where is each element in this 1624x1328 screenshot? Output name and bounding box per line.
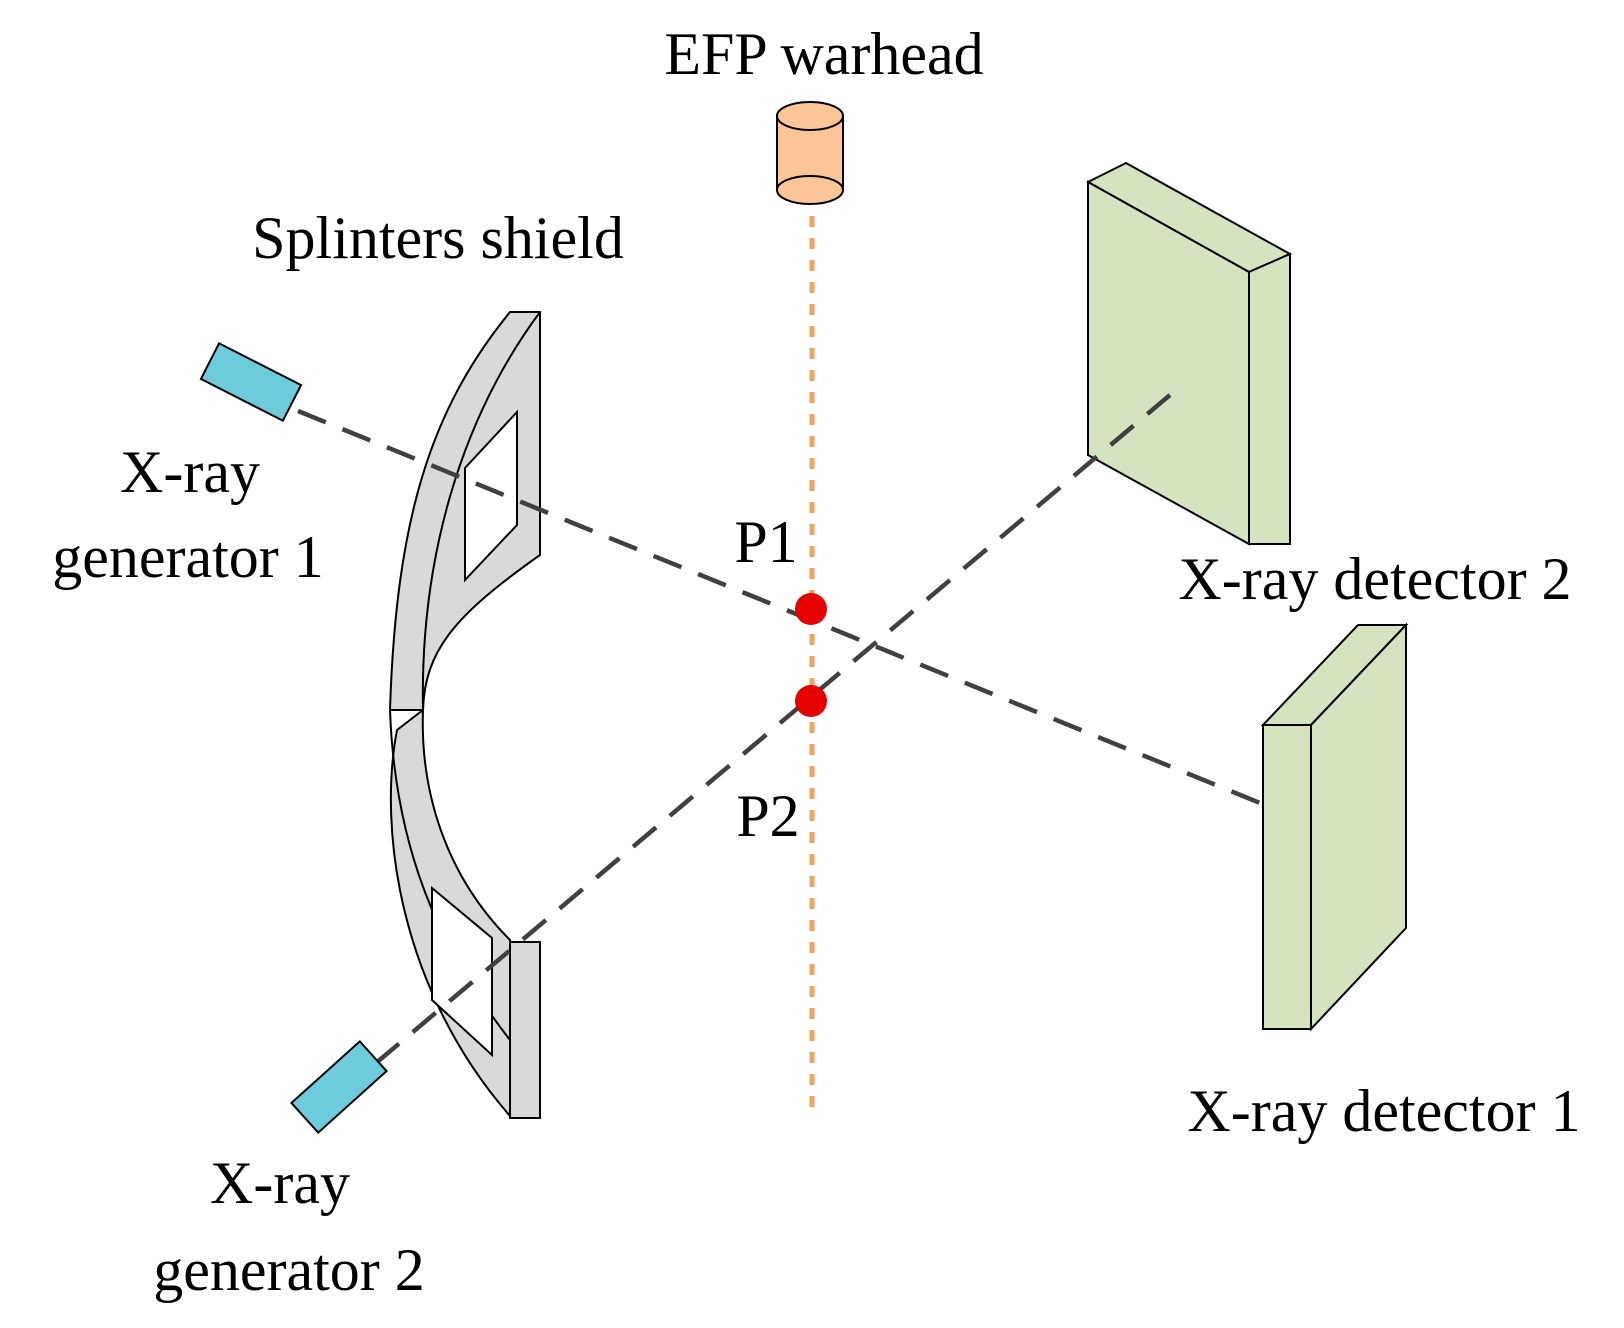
generator-1-body: [199, 341, 303, 423]
xray-detector-1: [1260, 622, 1409, 1032]
xray-generator-1: [199, 341, 303, 423]
xray-generator-1-label-line2: generator 1: [52, 524, 324, 590]
xray-generator-2-label-line1: X-ray: [210, 1150, 350, 1216]
point-p1-label: P1: [734, 509, 797, 575]
xray-detector-1-label: X-ray detector 1: [1187, 1078, 1580, 1144]
detector-1-side-face: [1310, 622, 1407, 1032]
detector-1-front-face: [1262, 724, 1312, 1030]
xray-beam-2: [374, 393, 1172, 1065]
generator-2-body: [290, 1039, 388, 1135]
shield-upper-arc-inner-edge: [421, 311, 541, 711]
xray-beam-1: [297, 408, 1261, 806]
point-p1-marker: [795, 593, 827, 625]
xray-generator-1-label-line1: X-ray: [120, 439, 260, 505]
warhead-bottom-edge: [776, 175, 844, 191]
point-p2-label: P2: [736, 783, 799, 849]
warhead-body: [776, 115, 844, 205]
shield-lower-slab: [509, 941, 541, 1119]
point-p2-marker: [795, 685, 827, 717]
detector-2-side-face: [1248, 252, 1291, 545]
splinters-shield-label: Splinters shield: [252, 205, 624, 271]
xray-detector-2-label: X-ray detector 2: [1178, 546, 1571, 612]
xray-detector-2: [1085, 161, 1293, 546]
shield-lower-window: [431, 885, 493, 1058]
xray-generator-2-label-line2: generator 2: [153, 1237, 425, 1303]
warhead-top: [776, 101, 844, 131]
efp-warhead-label: EFP warhead: [664, 21, 983, 87]
efp-warhead: [776, 101, 844, 205]
xray-generator-2: [290, 1039, 388, 1135]
splinters-shield: [388, 311, 541, 1119]
shield-upper-window: [464, 409, 518, 583]
